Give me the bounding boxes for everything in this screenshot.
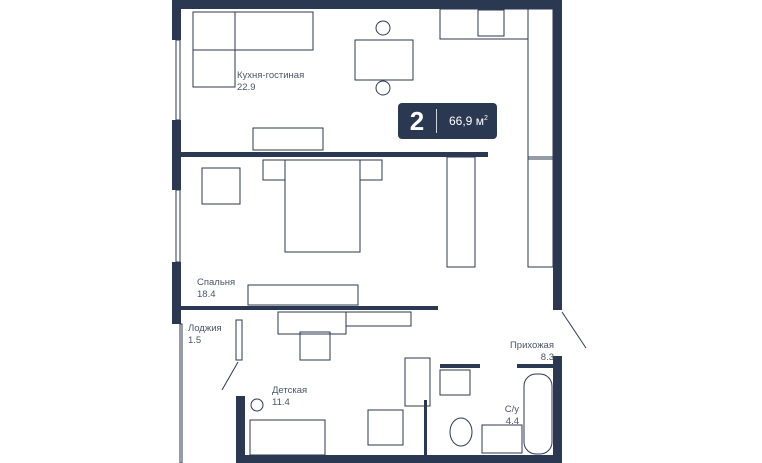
room-label-kitchen-living: Кухня-гостиная 22.9 [237,70,304,94]
room-area: 1.5 [188,335,202,346]
room-label-loggia: Лоджия 1.5 [188,323,222,347]
room-label-hallway: Прихожая 8.3 [508,340,554,364]
rooms-count: 2 [409,105,425,136]
room-label-kids-room: Детская 11.4 [272,385,307,409]
room-name: Детская [272,385,308,396]
furniture [192,8,587,456]
total-area-value: 66,9 м [449,114,484,128]
room-name: Кухня-гостиная [237,70,305,81]
room-area: 8.3 [540,352,554,363]
room-area: 18.4 [197,289,216,300]
walls [172,0,562,463]
total-area: 66,9 м2 [449,114,488,128]
room-area: 11.4 [272,397,290,408]
room-name: Лоджия [188,323,222,334]
room-area: 22.9 [237,82,256,93]
room-name: С/у [504,404,519,415]
room-area: 4.4 [505,416,519,427]
apartment-badge: 2 66,9 м2 [398,103,497,139]
area-unit-superscript: 2 [483,115,488,122]
room-name: Прихожая [509,340,554,351]
windows [175,39,243,463]
room-label-bedroom: Спальня 18.4 [197,277,235,301]
room-name: Спальня [197,277,236,288]
badge-divider [436,109,437,133]
room-label-bathroom: С/у 4.4 [503,404,519,428]
